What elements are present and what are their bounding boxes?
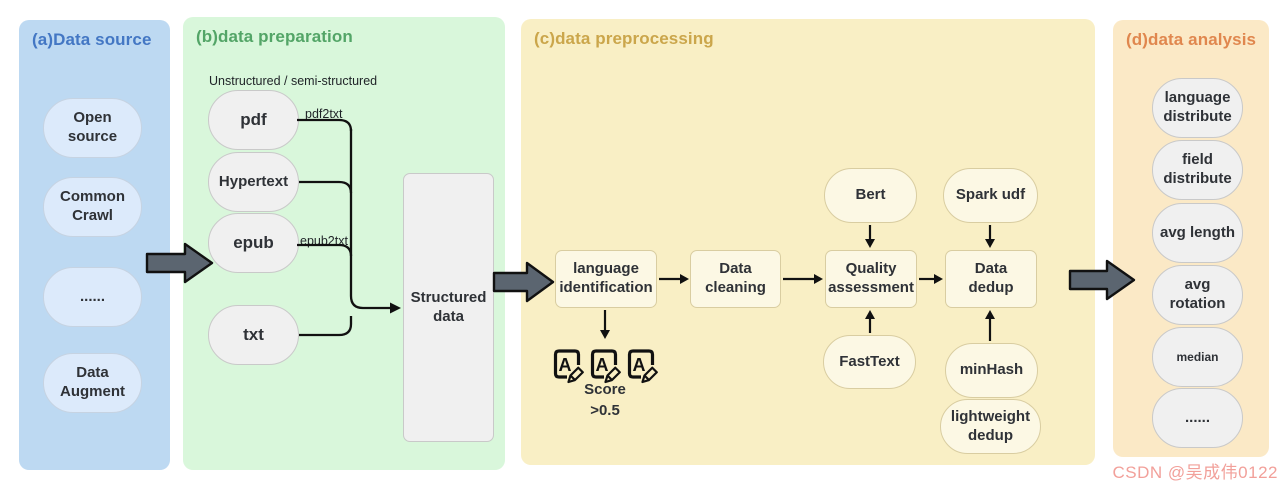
data-analysis-title: (d)data analysis	[1126, 30, 1257, 49]
data-preprocessing-panel: (c)data preprocessing language identific…	[521, 19, 1095, 465]
node-language-distribute: language distribute	[1152, 78, 1243, 138]
edge-label-pdf2txt: pdf2txt	[305, 107, 343, 121]
data-preprocessing-title: (c)data preprocessing	[534, 29, 714, 48]
node-analysis-ellipsis: ......	[1152, 388, 1243, 448]
language-check-icon-row: A A	[550, 346, 658, 391]
node-fasttext: FastText	[823, 335, 916, 389]
node-open-source: Open source	[43, 98, 142, 158]
node-hypertext: Hypertext	[208, 152, 299, 212]
node-quality-assessment: Quality assessment	[825, 250, 917, 308]
node-lightweight-dedup: lightweight dedup	[940, 399, 1041, 454]
svg-text:A: A	[559, 355, 572, 375]
node-minhash: minHash	[945, 343, 1038, 398]
language-check-icon: A	[587, 346, 621, 391]
data-preparation-title: (b)data preparation	[196, 27, 353, 46]
score-label: Score	[584, 381, 626, 398]
node-common-crawl: Common Crawl	[43, 177, 142, 237]
data-preparation-panel: (b)data preparation Unstructured / semi-…	[183, 17, 505, 470]
node-language-identification: language identification	[555, 250, 657, 308]
svg-text:A: A	[633, 355, 646, 375]
node-txt: txt	[208, 305, 299, 365]
node-structured-data: Structured data	[403, 173, 494, 442]
node-epub: epub	[208, 213, 299, 273]
unstructured-label: Unstructured / semi-structured	[209, 74, 378, 88]
node-data-cleaning: Data cleaning	[690, 250, 781, 308]
data-source-panel: (a)Data source Open source Common Crawl …	[19, 20, 170, 470]
edge-label-epub2txt: epub2txt	[300, 234, 348, 248]
node-avg-length: avg length	[1152, 203, 1243, 263]
node-spark-udf: Spark udf	[943, 168, 1038, 223]
node-data-dedup: Data dedup	[945, 250, 1037, 308]
data-source-title: (a)Data source	[32, 30, 152, 49]
node-source-ellipsis: ......	[43, 267, 142, 327]
node-data-augment: Data Augment	[43, 353, 142, 413]
node-field-distribute: field distribute	[1152, 140, 1243, 200]
node-pdf: pdf	[208, 90, 299, 150]
language-check-icon: A	[550, 346, 584, 391]
language-check-icon: A	[624, 346, 658, 391]
svg-text:A: A	[596, 355, 609, 375]
node-bert: Bert	[824, 168, 917, 223]
watermark: CSDN @吴成伟0122	[1112, 463, 1278, 482]
node-median: median	[1152, 327, 1243, 387]
node-avg-rotation: avg rotation	[1152, 265, 1243, 325]
score-threshold: >0.5	[590, 402, 620, 419]
data-analysis-panel: (d)data analysis language distribute fie…	[1113, 20, 1269, 457]
